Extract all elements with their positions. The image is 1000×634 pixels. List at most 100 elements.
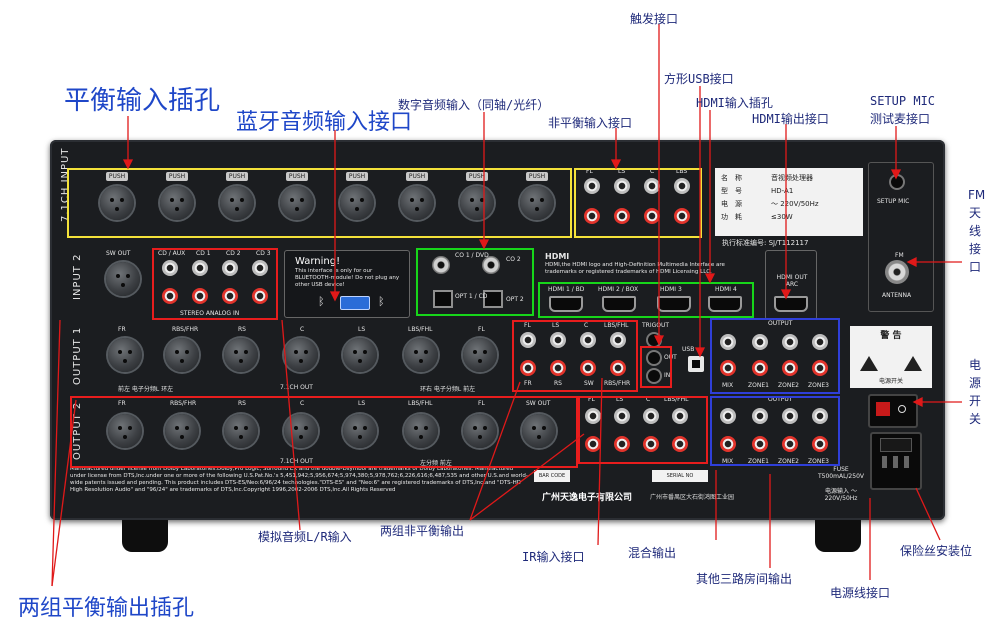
xlr-output1-jack[interactable] <box>343 338 377 372</box>
hdmi-input-port[interactable] <box>708 296 742 312</box>
optical-input-jack[interactable] <box>433 290 453 308</box>
xlr-output1-jack[interactable] <box>165 338 199 372</box>
rca-output2-jack[interactable] <box>643 436 659 452</box>
rca-output2-jack[interactable] <box>614 408 630 424</box>
xlr-input-jack[interactable] <box>220 186 254 220</box>
power-switch[interactable] <box>868 394 918 428</box>
mix-output-jack[interactable] <box>720 360 736 376</box>
xlr-input-jack[interactable] <box>460 186 494 220</box>
hdmi-input-port[interactable] <box>657 296 691 312</box>
rca-output-jack[interactable] <box>580 332 596 348</box>
rca-output-jack[interactable] <box>580 360 596 376</box>
xlr-input-jack[interactable] <box>520 186 554 220</box>
mix-label: MIX <box>722 382 734 389</box>
rca-output2-jack[interactable] <box>672 436 688 452</box>
xlr-output2-jack[interactable] <box>108 414 142 448</box>
xlr-input-jack[interactable] <box>400 186 434 220</box>
xlr-output1-jack[interactable] <box>108 338 142 372</box>
rca-input-jack[interactable] <box>584 208 600 224</box>
zone-output-jack[interactable] <box>752 360 768 376</box>
zone-output-jack[interactable] <box>812 360 828 376</box>
fuse-holder[interactable] <box>880 438 912 452</box>
rca-input-jack[interactable] <box>644 208 660 224</box>
zone-output-jack[interactable] <box>812 334 828 350</box>
xlr-output1-jack[interactable] <box>224 338 258 372</box>
zone-output2-jack[interactable] <box>752 436 768 452</box>
nameplate-values: 音视频处理器 HD-A1 ～ 220V/50Hz ≤30W <box>771 172 819 224</box>
xlr-output2-jack[interactable] <box>284 414 318 448</box>
stereo-analog-jack[interactable] <box>222 288 238 304</box>
rca-output2-jack[interactable] <box>585 436 601 452</box>
xlr-output2-jack[interactable] <box>343 414 377 448</box>
xlr-output1-jack[interactable] <box>463 338 497 372</box>
rca-input-jack[interactable] <box>644 178 660 194</box>
optical-input-jack[interactable] <box>483 290 503 308</box>
zone-output2-jack[interactable] <box>782 436 798 452</box>
xlr-input-jack[interactable] <box>340 186 374 220</box>
rca-output2-jack[interactable] <box>585 408 601 424</box>
coaxial-input-jack[interactable] <box>432 256 450 274</box>
stereo-analog-jack[interactable] <box>252 260 268 276</box>
zone-output-jack[interactable] <box>782 334 798 350</box>
rca-input-jack[interactable] <box>674 178 690 194</box>
rca-output-jack[interactable] <box>520 332 536 348</box>
xlr-output1-jack[interactable] <box>404 338 438 372</box>
usb-b-port[interactable] <box>688 356 704 372</box>
zone-output2-jack[interactable] <box>812 436 828 452</box>
xlr-input-jack[interactable] <box>160 186 194 220</box>
hdmi4-label: HDMI 4 <box>715 286 737 293</box>
power-inlet[interactable] <box>870 432 922 490</box>
zone-output-jack[interactable] <box>782 360 798 376</box>
mix-output2-jack[interactable] <box>720 436 736 452</box>
xlr-output2-jack[interactable] <box>463 414 497 448</box>
ir-out-jack[interactable] <box>648 352 660 364</box>
sw-out-xlr-jack[interactable] <box>106 262 140 296</box>
zone-output2-jack[interactable] <box>782 408 798 424</box>
hdmi-input-port[interactable] <box>602 296 636 312</box>
rca-output2-jack[interactable] <box>614 436 630 452</box>
stereo-analog-jack[interactable] <box>162 288 178 304</box>
rca-output-jack[interactable] <box>520 360 536 376</box>
mix-output-jack[interactable] <box>720 334 736 350</box>
rca-output-jack[interactable] <box>550 332 566 348</box>
zone-output-jack[interactable] <box>752 334 768 350</box>
rca-output-jack[interactable] <box>610 360 626 376</box>
stereo-analog-jack[interactable] <box>192 260 208 276</box>
zone-output2-jack[interactable] <box>752 408 768 424</box>
stereo-analog-jack[interactable] <box>222 260 238 276</box>
stereo-analog-jack[interactable] <box>162 260 178 276</box>
rca-input-jack[interactable] <box>614 178 630 194</box>
setup-mic-jack[interactable] <box>891 176 903 188</box>
hdmi-input-port[interactable] <box>549 296 583 312</box>
hdmi-output-port[interactable] <box>774 296 808 312</box>
stereo-analog-jack[interactable] <box>192 288 208 304</box>
nameplate-key: 名 称 <box>721 174 742 182</box>
xlr-output2-jack[interactable] <box>165 414 199 448</box>
bluetooth-usb-port[interactable] <box>340 296 370 310</box>
xlr-output1-jack[interactable] <box>284 338 318 372</box>
xlr-output2-jack[interactable] <box>224 414 258 448</box>
rca-input-jack[interactable] <box>584 178 600 194</box>
rca-output-jack[interactable] <box>610 332 626 348</box>
xlr-output2-jack[interactable] <box>522 414 556 448</box>
zone-output2-jack[interactable] <box>812 408 828 424</box>
coaxial-input-jack[interactable] <box>482 256 500 274</box>
rca-input-jack[interactable] <box>674 208 690 224</box>
rca-output2-jack[interactable] <box>672 408 688 424</box>
rca-output-jack[interactable] <box>550 360 566 376</box>
xlr-output2-jack[interactable] <box>404 414 438 448</box>
mic-fm-block <box>868 162 934 312</box>
ir-in-jack[interactable] <box>648 370 660 382</box>
rca-output2-jack[interactable] <box>643 408 659 424</box>
xlr-input-jack[interactable] <box>280 186 314 220</box>
fm-antenna-jack[interactable] <box>885 260 909 284</box>
out1-sub-label: 环右 电子分频L 前左 <box>420 386 476 393</box>
co1-label: CO 1 / DVD <box>455 252 489 259</box>
rca-input-jack[interactable] <box>614 208 630 224</box>
annotation-digital-input: 数字音频输入（同轴/光纤） <box>398 98 550 112</box>
xlr-input-jack[interactable] <box>100 186 134 220</box>
mix-output2-jack[interactable] <box>720 408 736 424</box>
rca-out2-label: C <box>646 396 651 403</box>
stereo-analog-jack[interactable] <box>252 288 268 304</box>
warning-text: This interface is only for our BLUETOOTH… <box>295 268 400 288</box>
